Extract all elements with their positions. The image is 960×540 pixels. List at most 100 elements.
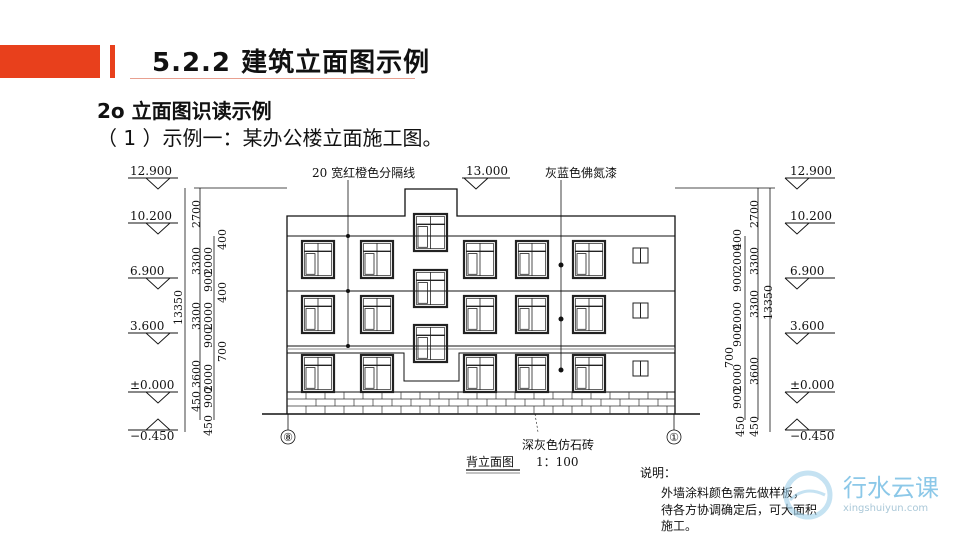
level-mark: 10.200: [128, 209, 178, 235]
divider-annotation: 20 宽红橙色分隔线: [312, 165, 415, 180]
level-label: ±0.000: [130, 378, 174, 392]
window: [359, 239, 395, 280]
header-accent-bar: [0, 45, 100, 78]
window: [359, 294, 395, 335]
level-label: ±0.000: [790, 378, 834, 392]
level-mark: 10.200: [784, 209, 835, 235]
dim-total-text: 13350: [172, 290, 185, 325]
dim-text: 400: [216, 282, 229, 303]
axis-label-left: ⑧: [283, 431, 293, 444]
level-triangle-icon: [463, 177, 489, 190]
level-mark: 12.900: [128, 164, 178, 190]
dim-text: 900: [731, 326, 744, 347]
level-label: 3.600: [790, 319, 824, 333]
level-label: 10.200: [130, 209, 172, 223]
window: [514, 239, 550, 280]
level-triangle-icon: [784, 332, 810, 345]
level-label: 3.600: [130, 319, 164, 333]
window: [462, 294, 498, 335]
dim-text: 2000: [731, 364, 744, 392]
dim-text: 2000: [202, 302, 215, 330]
building-outline: [286, 188, 676, 414]
window: [412, 268, 449, 309]
level-triangle-icon: [784, 177, 810, 190]
window: [300, 294, 336, 335]
leader-dot: [558, 367, 564, 373]
level-triangle-icon: [145, 332, 171, 345]
level-triangle-icon: [145, 418, 171, 431]
window: [412, 212, 449, 253]
leader-dot: [346, 344, 350, 348]
dim-text: 700: [723, 347, 736, 368]
dim-text: 3300: [748, 290, 761, 318]
watermark-name: 行水云课: [843, 474, 939, 502]
dim-text: 3600: [748, 357, 761, 385]
dim-text: 2000: [731, 302, 744, 330]
windows: [300, 212, 649, 394]
level-triangle-icon: [784, 391, 810, 404]
leader-dot: [346, 234, 350, 238]
dim-text: 400: [731, 229, 744, 250]
level-mark: −0.450: [784, 418, 835, 443]
dim-text: 2000: [202, 364, 215, 392]
drawing-scale: 1：100: [536, 455, 579, 469]
note-line: 外墙涂料颜色需先做样板，: [661, 485, 805, 500]
level-mark: 6.900: [128, 264, 178, 290]
dimension-texts-right: 2700 3300 3300 3600 450 13350 450 400 20…: [723, 200, 775, 437]
dim-text: 400: [216, 229, 229, 250]
dim-text: 450: [748, 416, 761, 437]
example-heading: （ 1 ）示例一：某办公楼立面施工图。: [97, 126, 443, 150]
level-mark: ±0.000: [784, 378, 835, 404]
leader-line: [534, 413, 539, 433]
dimension-lines-right: [675, 187, 775, 432]
dim-text: 900: [731, 388, 744, 409]
level-label: 10.200: [790, 209, 832, 223]
dimension-texts-left: 2700 3300 3300 3600 450 13350 400 2000 9…: [172, 200, 229, 436]
dimension-lines-left: [184, 187, 287, 432]
dim-text: 450: [734, 416, 747, 437]
notes-label: 说明：: [640, 465, 676, 480]
dim-text: 450: [202, 415, 215, 436]
window: [412, 323, 449, 364]
dim-text: 3300: [190, 302, 203, 330]
dim-text: 900: [202, 327, 215, 348]
small-window: [632, 247, 649, 264]
axis-bubble: [666, 429, 682, 445]
dim-text: 700: [216, 341, 229, 362]
dim-text: 450: [190, 391, 203, 412]
title-underline: [130, 78, 415, 79]
level-triangle-icon: [145, 177, 171, 190]
level-mark: ±0.000: [128, 378, 178, 404]
note-line: 待各方协调确定后，可大面积: [661, 502, 817, 517]
level-triangle-icon: [145, 391, 171, 404]
window: [514, 353, 550, 394]
drawing-title: 背立面图: [466, 454, 514, 469]
level-mark: 12.900: [784, 164, 835, 190]
dim-text: 2700: [748, 200, 761, 228]
small-window: [632, 360, 649, 377]
level-label: 12.900: [130, 164, 172, 178]
dim-text: 2700: [190, 200, 203, 228]
level-triangle-icon: [784, 418, 810, 431]
dim-text: 3300: [190, 247, 203, 275]
paint-annotation: 灰蓝色佛氮漆: [545, 165, 617, 180]
slide-title: 5.2.2 建筑立面图示例: [152, 48, 431, 78]
base-annotation: 深灰色仿石砖: [522, 437, 594, 452]
window: [300, 353, 336, 394]
dim-text: 3300: [748, 247, 761, 275]
level-mark: −0.450: [128, 418, 178, 443]
dim-text: 2000: [202, 247, 215, 275]
header-accent-stripe: [110, 45, 115, 78]
level-label: 12.900: [790, 164, 832, 178]
level-triangle-icon: [145, 222, 171, 235]
axis-label-right: ①: [669, 431, 679, 444]
window: [571, 239, 607, 280]
small-window: [632, 302, 649, 319]
level-triangle-icon: [784, 277, 810, 290]
level-label: 6.900: [790, 264, 824, 278]
watermark-url: xingshuiyun.com: [843, 503, 928, 514]
window: [462, 353, 498, 394]
dim-text: 900: [202, 271, 215, 292]
window: [571, 294, 607, 335]
